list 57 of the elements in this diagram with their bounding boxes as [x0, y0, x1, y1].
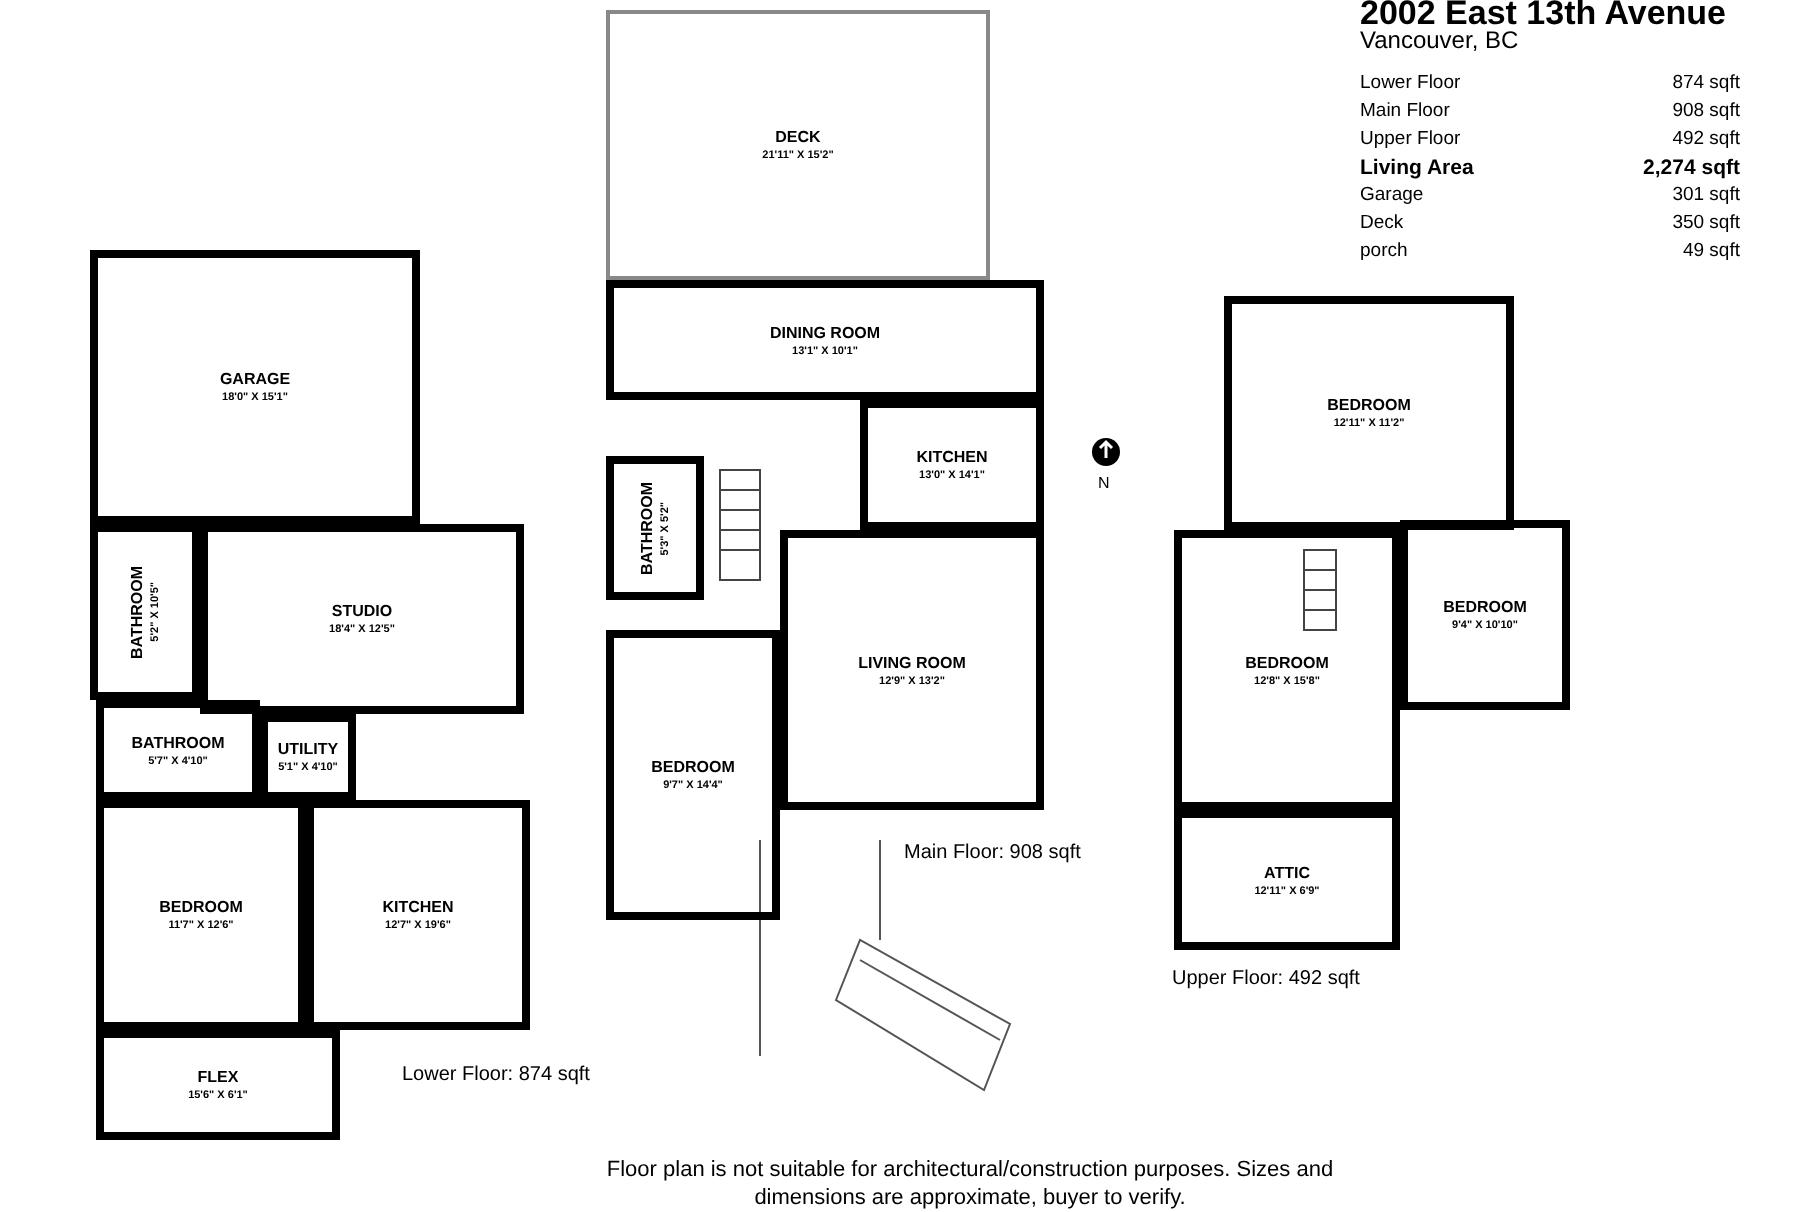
- area-name: Deck: [1360, 212, 1404, 234]
- area-name: Living Area: [1360, 156, 1474, 180]
- room: [1174, 530, 1400, 810]
- area-name: Garage: [1360, 184, 1424, 206]
- area-value: 492 sqft: [1672, 128, 1740, 150]
- room: [90, 524, 200, 700]
- room-name: BEDROOM: [651, 758, 735, 776]
- area-value: 908 sqft: [1672, 100, 1740, 122]
- room-name: BEDROOM: [1245, 653, 1329, 671]
- room: [606, 630, 780, 920]
- floor-area-label: Lower Floor: 874 sqft: [402, 1064, 590, 1086]
- room-name: FLEX: [197, 1068, 239, 1086]
- room-name: UTILITY: [277, 740, 339, 758]
- room: [606, 456, 704, 600]
- area-name: Upper Floor: [1360, 128, 1461, 150]
- room: [780, 530, 1044, 810]
- room: [200, 524, 524, 714]
- area-value: 49 sqft: [1682, 240, 1740, 262]
- room-name: BATHROOM: [128, 565, 146, 659]
- room: [90, 250, 420, 524]
- room-name: ATTIC: [1264, 863, 1310, 881]
- room: [606, 280, 1044, 400]
- room: [96, 800, 306, 1030]
- area-value: 2,274 sqft: [1643, 156, 1740, 180]
- room: [860, 400, 1044, 530]
- room: [260, 714, 356, 800]
- room-name: KITCHEN: [916, 448, 988, 466]
- title: 2002 East 13th Avenue: [1360, 0, 1726, 32]
- area-name: porch: [1360, 240, 1408, 262]
- room-name: DECK: [775, 128, 821, 146]
- room-name: GARAGE: [219, 370, 291, 388]
- room-name: BEDROOM: [159, 898, 243, 916]
- area-value: 350 sqft: [1672, 212, 1740, 234]
- area-name: Main Floor: [1360, 100, 1450, 122]
- room: [1224, 296, 1514, 530]
- area-value: 874 sqft: [1672, 72, 1740, 94]
- room: [1400, 520, 1570, 710]
- room: [96, 1030, 340, 1140]
- room-name: STUDIO: [331, 602, 393, 620]
- compass-label: N: [1098, 474, 1110, 492]
- room: [306, 800, 530, 1030]
- room-name: LIVING ROOM: [858, 653, 966, 671]
- address: Vancouver, BC: [1360, 26, 1519, 54]
- room-name: DINING ROOM: [769, 323, 881, 341]
- area-value: 301 sqft: [1672, 184, 1740, 206]
- room-name: KITCHEN: [382, 898, 454, 916]
- area-name: Lower Floor: [1360, 72, 1461, 94]
- room: [1174, 810, 1400, 950]
- disclaimer: Floor plan is not suitable for architectural/construction purposes. Sizes and dimensions are approximate, buyer to verify.: [604, 1156, 1336, 1212]
- room: [606, 10, 990, 280]
- room: [96, 700, 260, 800]
- room-name: BATHROOM: [638, 481, 656, 575]
- floor-area-label: Main Floor: 908 sqft: [904, 842, 1081, 864]
- room-name: BEDROOM: [1327, 396, 1411, 414]
- room-name: BEDROOM: [1443, 598, 1527, 616]
- room-name: BATHROOM: [131, 733, 225, 751]
- floor-area-label: Upper Floor: 492 sqft: [1172, 968, 1360, 990]
